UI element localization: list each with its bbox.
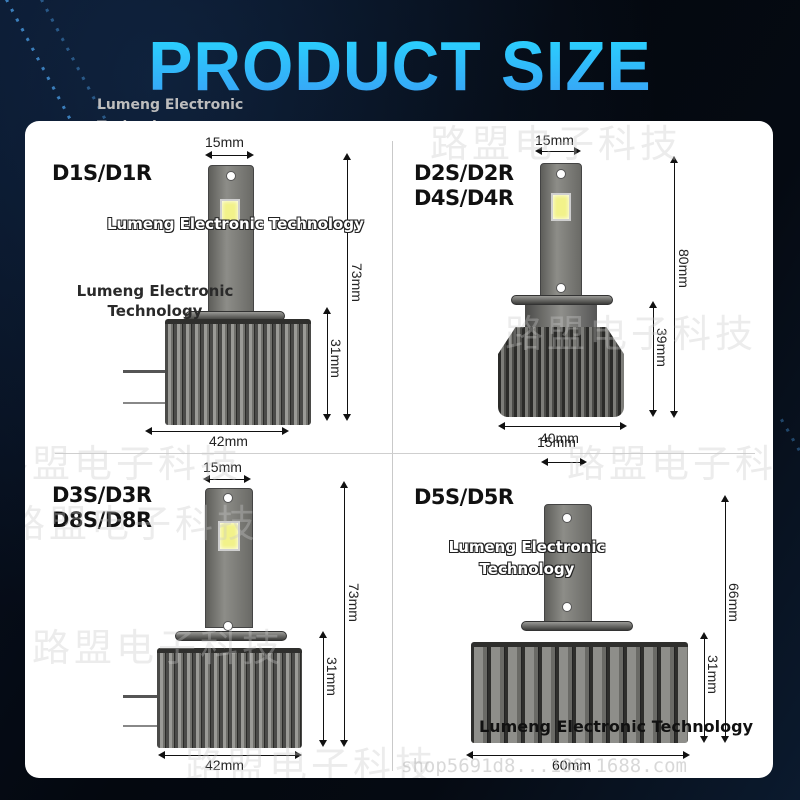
dimension-arrow (319, 631, 327, 747)
led-chip (220, 199, 240, 225)
bulb-collar (521, 621, 633, 631)
bulb-mount-hole (562, 513, 572, 523)
bulb-stem (540, 163, 582, 299)
watermark-line: Lumeng Electronic (76, 282, 234, 300)
dimension-arrow (158, 751, 302, 759)
bulb-heatsink (157, 648, 302, 748)
bulb-mount-hole (556, 283, 566, 293)
dimension-width-top: 15mm (205, 134, 244, 150)
bulb-mount-hole (556, 169, 566, 179)
bulb-pin (123, 725, 157, 727)
watermark-line: Technology (479, 560, 575, 578)
dimension-arrow (343, 153, 351, 421)
dimension-arrow (145, 427, 289, 435)
dimension-arrow (700, 632, 708, 743)
bulb-stem (205, 488, 253, 628)
divider-horizontal (55, 453, 755, 454)
bulb-heatsink (498, 327, 624, 417)
watermark-url: shop5691d8...108.1688.com (401, 755, 687, 777)
dimension-arrow (541, 458, 587, 466)
dimension-arrow (203, 475, 251, 483)
bulb-mount-hole (223, 621, 233, 631)
dimension-base-height: 31mm (705, 655, 721, 694)
bulb-mount-hole (223, 493, 233, 503)
product-size-card: D1S/D1R 15mm 73mm 31mm 42mm D2S/D2R D4S/… (25, 121, 773, 778)
dimension-base-width: 42mm (205, 757, 244, 773)
watermark-english: Lumeng Electronic Technology (107, 215, 364, 233)
dimension-total-height: 73mm (346, 583, 362, 622)
watermark-line: Lumeng Electronic (448, 538, 606, 556)
dimension-total-height: 73mm (349, 263, 365, 302)
dimension-arrow (649, 301, 657, 417)
bulb-mount-hole (562, 602, 572, 612)
watermark-chinese: 路盟电子科技 (567, 442, 773, 486)
dimension-arrow (205, 151, 254, 159)
bulb-pin (123, 402, 165, 404)
dimension-arrow (323, 307, 331, 421)
dimension-total-height: 80mm (676, 249, 692, 288)
bulb-heatsink (471, 642, 688, 743)
dimension-base-height: 39mm (654, 328, 670, 367)
dimension-width-top: 15mm (203, 459, 242, 475)
led-chip (218, 521, 240, 551)
model-label: D2S/D2R (414, 161, 514, 185)
dimension-base-height: 31mm (324, 657, 340, 696)
dimension-base-height: 31mm (328, 339, 344, 378)
dimension-arrow (466, 751, 690, 759)
model-label: D5S/D5R (414, 485, 514, 509)
watermark-line: Technology (107, 302, 203, 320)
model-label: D8S/D8R (52, 508, 152, 532)
dimension-width-top: 15mm (537, 434, 576, 450)
dimension-arrow (340, 481, 348, 747)
bulb-mount-hole (226, 171, 236, 181)
led-chip (551, 193, 571, 221)
bulb-pin (123, 695, 157, 698)
watermark-english: Lumeng Electronic Technology (479, 717, 753, 736)
dimension-total-height: 66mm (726, 583, 742, 622)
watermark-english: Lumeng Electronic Technology (437, 536, 617, 580)
dimension-base-width: 42mm (209, 433, 248, 449)
page-title: PRODUCT SIZE (0, 26, 800, 106)
model-label: D3S/D3R (52, 483, 152, 507)
divider-vertical (392, 141, 393, 771)
dimension-arrow (535, 147, 581, 155)
dimension-base-width: 40mm (540, 430, 579, 446)
watermark-line: Lumeng Electronic (97, 97, 244, 113)
bulb-pin (123, 370, 165, 373)
dimension-arrow (721, 495, 729, 743)
model-label: D4S/D4R (414, 186, 514, 210)
bulb-collar (175, 631, 287, 641)
bulb-collar (511, 295, 613, 305)
dimension-arrow (670, 156, 678, 418)
dimension-width-top: 15mm (535, 132, 574, 148)
dimension-arrow (498, 422, 627, 430)
model-label: D1S/D1R (52, 161, 152, 185)
bulb-heatsink (165, 319, 311, 425)
bulb-stem (208, 165, 254, 315)
watermark-english: Lumeng Electronic Technology (65, 281, 245, 321)
dimension-base-width: 60mm (552, 757, 591, 773)
